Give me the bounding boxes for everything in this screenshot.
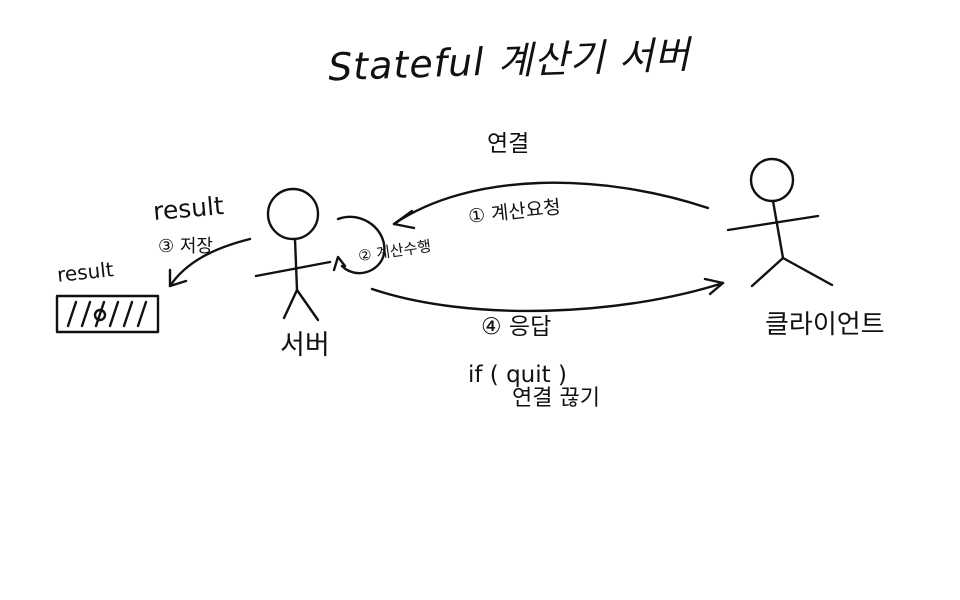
client-arms [726, 214, 820, 232]
store-arrow [168, 237, 252, 288]
client-stick-figure [726, 157, 834, 288]
storage-hatching [66, 300, 148, 328]
result-storage-box [55, 294, 160, 334]
server-head [266, 187, 320, 241]
storage-zero-mark [93, 308, 107, 322]
server-stick-figure [254, 187, 332, 322]
request-arrow [392, 181, 710, 230]
client-legs [750, 256, 834, 288]
server-label: 서버 [280, 330, 330, 361]
server-arms [254, 260, 332, 278]
result-store-label: result [151, 190, 225, 227]
store-label: ③ 저장 [158, 236, 213, 257]
client-label: 클라이언트 [765, 310, 885, 340]
client-body [771, 199, 785, 260]
server-body [293, 237, 299, 292]
connection-label: 연결 [487, 131, 530, 157]
calculation-loop-arrow [332, 215, 386, 275]
client-head [749, 157, 795, 203]
close-connection-label: 연결 끊기 [512, 386, 600, 411]
result-buffer-label: result [55, 257, 115, 287]
server-legs [282, 288, 320, 322]
quit-condition-label: if ( quit ) [468, 362, 567, 388]
response-label: ④ 응답 [481, 314, 552, 340]
response-arrow [370, 277, 725, 313]
